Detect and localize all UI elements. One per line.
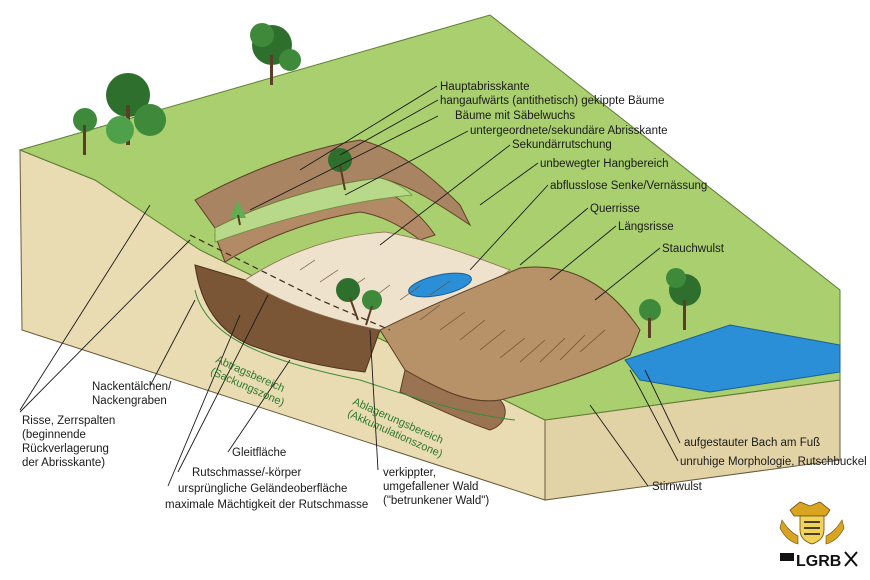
saber-tree (230, 200, 246, 226)
label-maximale: maximale Mächtigkeit der Rutschmasse (165, 499, 368, 511)
ponding-water (408, 272, 472, 298)
label-senke: abflusslose Senke/Vernässung (550, 180, 707, 192)
label-urspruenglich: ursprüngliche Geländeoberfläche (178, 483, 347, 495)
label-untergeordnete: untergeordnete/sekundäre Abrisskante (470, 125, 668, 137)
tree-group-right (639, 268, 701, 338)
tree-group-top (250, 23, 301, 85)
grass-terrace (214, 177, 413, 243)
coat-of-arms-icon (779, 501, 845, 545)
label-sekundaer: Sekundärrutschung (512, 139, 612, 151)
label-verkippter-1: verkippter, (383, 467, 436, 479)
logo-bar (780, 553, 794, 561)
label-nacken-1: Nackentälchen/ (92, 381, 172, 393)
label-risse-2: (beginnende (22, 429, 86, 441)
original-surface-line (189, 234, 391, 331)
drunken-forest (336, 278, 382, 326)
label-verkippter-3: ("betrunkener Wald") (383, 495, 489, 507)
label-stirnwulst: Stirnwulst (652, 481, 703, 493)
label-saebelwuchs: Bäume mit Säbelwuchs (455, 110, 575, 122)
label-unruhig: unruhige Morphologie, Rutschbuckel (680, 456, 867, 468)
label-bach: aufgestauter Bach am Fuß (684, 437, 820, 449)
accumulation-zone-outline (359, 379, 516, 421)
tilted-tree (328, 148, 352, 191)
toe-bulge (399, 369, 506, 431)
label-rutschmasse: Rutschmasse/-körper (192, 467, 301, 479)
label-gleitflaeche: Gleitfläche (232, 447, 286, 459)
label-risse-3: Rückverlagerung (22, 443, 109, 455)
grass-surface (18, 14, 841, 421)
label-hangaufwaerts: hangaufwärts (antithetisch) gekippte Bäu… (440, 95, 664, 107)
label-querrisse: Querrisse (590, 203, 640, 215)
hammer-pick-icon (844, 551, 858, 567)
label-stauchwulst: Stauchwulst (662, 243, 725, 255)
label-risse-1: Risse, Zerrspalten (22, 415, 115, 427)
label-laengsrisse: Längsrisse (618, 221, 674, 233)
label-nacken-2: Nackengraben (92, 395, 167, 407)
creek (624, 324, 841, 393)
logo-text: LGRB (796, 553, 841, 570)
depletion-zone-outline (194, 289, 361, 381)
label-risse-4: der Abrisskante) (22, 457, 105, 469)
leader-lines (19, 85, 681, 487)
lgrb-logo: LGRB (779, 501, 858, 570)
label-hauptabrisskante: Hauptabrisskante (440, 81, 530, 93)
label-unbewegt: unbewegter Hangbereich (540, 158, 669, 170)
tree-group-top-left (73, 73, 166, 155)
label-verkippter-2: umgefallener Wald (383, 481, 478, 493)
